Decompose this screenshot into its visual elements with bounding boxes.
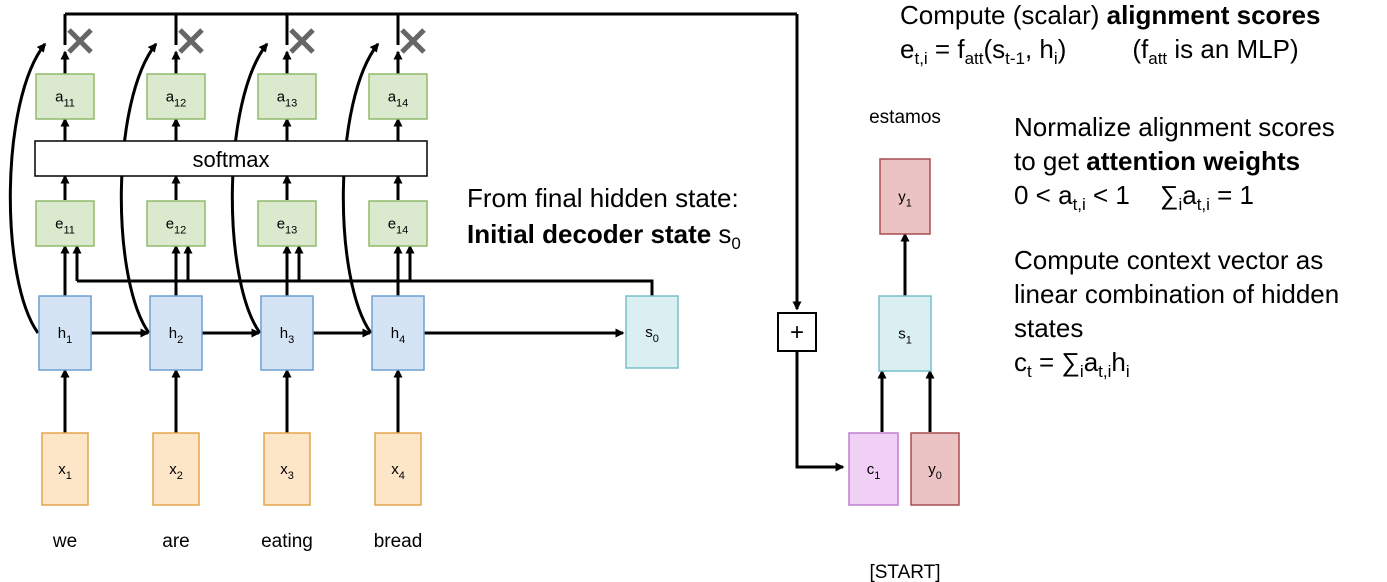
arrow-h2-curve-up — [119, 42, 158, 334]
input-x1: x1 — [41, 432, 89, 506]
alignment-line1: Compute (scalar) alignment scores — [900, 0, 1321, 30]
cross-out-icon-2 — [178, 28, 204, 54]
cross-out-icon-1 — [67, 28, 93, 54]
normalize-line2: to get attention weights — [1014, 146, 1301, 176]
arrow-h4-curve-up — [341, 42, 380, 334]
output-word: estamos — [869, 107, 941, 128]
alignment-note: Compute (scalar) alignment scores et,i =… — [900, 0, 1321, 68]
initial-state-note: From final hidden state: Initial decoder… — [467, 180, 741, 252]
plus-node: + — [777, 312, 817, 352]
context-note: Compute context vector as linear combina… — [1014, 243, 1340, 381]
weight-a1: a11 — [35, 73, 95, 120]
input-x3: x3 — [263, 432, 311, 506]
normalize-constraints: 0 < at,i < 1∑iat,i = 1 — [1014, 180, 1255, 214]
softmax-box: softmax — [34, 140, 428, 177]
output-y1: y1 — [879, 158, 931, 235]
hidden-h2: h2 — [149, 295, 203, 371]
input-x2: x2 — [152, 432, 200, 506]
context-line3: states — [1014, 313, 1084, 343]
softmax-label: softmax — [192, 147, 269, 172]
weight-a4: a14 — [368, 73, 428, 120]
input-x4: x4 — [374, 432, 422, 506]
normalize-note: Normalize alignment scores to get attent… — [1014, 110, 1335, 214]
word-2: are — [162, 531, 189, 552]
state-s0: s0 — [625, 295, 679, 369]
hidden-h4: h4 — [371, 295, 425, 371]
input-y0: y0 — [910, 432, 960, 506]
arrow-h3-curve-up — [230, 42, 269, 334]
cross-out-icon-4 — [400, 28, 426, 54]
score-e3: e13 — [257, 200, 317, 247]
arrow-h1-curve-up — [8, 42, 47, 334]
weight-a3: a13 — [257, 73, 317, 120]
state-s1: s1 — [878, 295, 932, 372]
score-e4: e14 — [368, 200, 428, 247]
word-4: bread — [374, 531, 423, 552]
initial-state-line2: Initial decoder state s0 — [467, 219, 741, 253]
word-1: we — [52, 531, 77, 552]
score-e2: e12 — [146, 200, 206, 247]
plus-label: + — [790, 319, 804, 346]
word-3: eating — [261, 531, 313, 552]
normalize-line1: Normalize alignment scores — [1014, 112, 1335, 142]
context-line1: Compute context vector as — [1014, 245, 1324, 275]
weight-a2: a12 — [146, 73, 206, 120]
initial-state-line1: From final hidden state: — [467, 183, 739, 213]
score-e1: e11 — [35, 200, 95, 247]
arrow-plus-to-c1 — [795, 352, 845, 472]
context-line2: linear combination of hidden — [1014, 279, 1340, 309]
alignment-equation: et,i = fatt(st-1, hi)(fatt is an MLP) — [900, 34, 1299, 68]
hidden-h3: h3 — [260, 295, 314, 371]
context-c1: c1 — [848, 432, 899, 506]
start-token: [START] — [869, 562, 940, 582]
cross-out-icon-3 — [289, 28, 315, 54]
hidden-h1: h1 — [38, 295, 92, 371]
context-equation: ct = ∑iat,ihi — [1014, 347, 1130, 381]
line-s0-to-scores — [77, 279, 654, 296]
